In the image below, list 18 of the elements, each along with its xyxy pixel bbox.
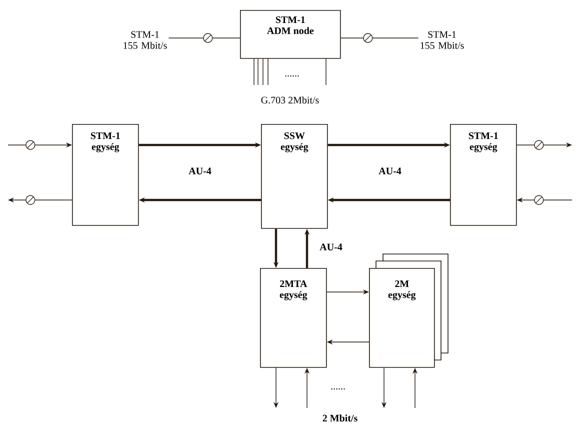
- unit-box: STM-1 egység: [72, 124, 139, 226]
- bus-label: AU-4: [320, 244, 342, 250]
- signal-label: 2 Mbit/s: [322, 414, 358, 422]
- unit-box: SSW egység: [261, 124, 328, 229]
- signal-label: STM-1 155 Mbit/s: [124, 31, 167, 49]
- bus-label: AU-4: [378, 168, 402, 174]
- signal-label: G.703 2Mbit/s: [261, 96, 319, 104]
- dots: ......: [331, 388, 345, 390]
- line-with-connector: [340, 33, 419, 43]
- unit-box: STM-1 egység: [450, 124, 517, 226]
- line-with-connector: [168, 33, 240, 43]
- stacked-unit-box: 2M egység: [369, 254, 448, 368]
- dots: ......: [285, 75, 299, 77]
- node-box: STM-1 ADM node: [240, 10, 341, 59]
- line: [262, 58, 264, 86]
- signal-label: STM-1 155 Mbit/s: [420, 31, 464, 49]
- bus-label: AU-4: [188, 168, 212, 174]
- unit-box: 2MTA egység: [260, 268, 327, 368]
